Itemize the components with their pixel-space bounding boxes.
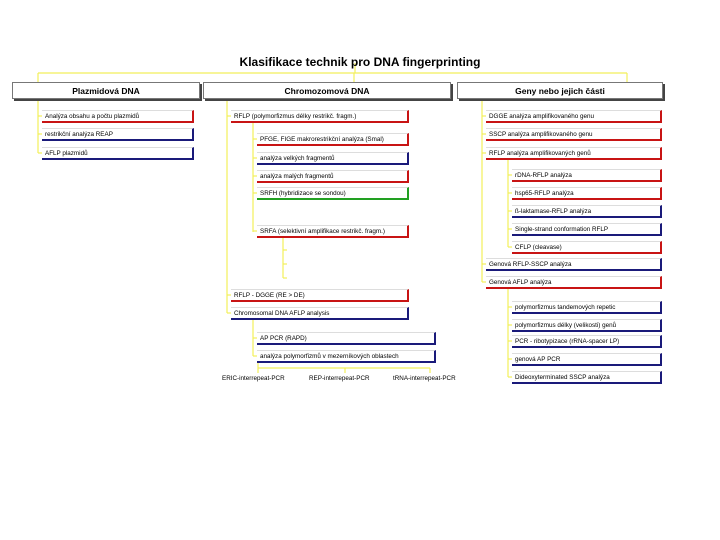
gene-hsp65-rflp: hsp65-RFLP analýza [512,187,662,200]
header-chromosomal-dna: Chromozomová DNA [203,82,451,99]
chrom-eric-pcr: ERIC-interrepeat-PCR [222,375,285,382]
chrom-ap-pcr: AP PCR (RAPD) [257,332,436,345]
chrom-srfh: SRFH (hybridizace se sondou) [257,187,409,200]
chrom-pfge: PFGE, FIGE makrorestrikční analýza (Smal… [257,133,409,146]
gene-rflp-amplified: RFLP analýza amplifikovaných genů [486,147,662,160]
chrom-aflp: Chromosomal DNA AFLP analysis [231,307,409,320]
gene-rdna-rflp: rDNA-RFLP analýza [512,169,662,182]
chrom-rep-pcr: REP-interrepeat-PCR [309,375,370,382]
chrom-large-fragments: analýza velkých fragmentů [257,152,409,165]
gene-aflp: Genová AFLP analýza [486,276,662,289]
gene-sscp: SSCP analýza amplifikovaného genu [486,128,662,141]
gene-cflp: CFLP (cleavase) [512,241,662,254]
gene-dgge: DGGE analýza amplifikovaného genu [486,110,662,123]
plasmid-content-analysis: Analýza obsahu a počtu plazmidů [42,110,194,123]
gene-tandem-repeats: polymorfizmus tandemových repetic [512,301,662,314]
gene-rflp-sscp: Genová RFLP-SSCP analýza [486,258,662,271]
chrom-rflp-dgge: RFLP - DGGE (RE > DE) [231,289,409,302]
gene-blactamase-rflp: ß-laktamase-RFLP analýza [512,205,662,218]
gene-length-polymorphism: polymorfizmus délky (velikosti) genů [512,319,662,332]
gene-sscp-rflp: Single-strand conformation RFLP [512,223,662,236]
gene-dideoxy-sscp: Dideoxyterminated SSCP analýza [512,371,662,384]
chrom-small-fragments: analýza malých fragmentů [257,170,409,183]
plasmid-aflp: AFLP plazmidů [42,147,194,160]
chrom-intergenic: analýza polymorfizmů v mezerníkových obl… [257,350,436,363]
gene-ap-pcr: genová AP PCR [512,353,662,366]
chrom-srfa: SRFA (selektivní amplifikace restrikč. f… [257,225,409,238]
plasmid-reap: restrikční analýza REAP [42,128,194,141]
diagram-title: Klasifikace technik pro DNA fingerprinti… [239,55,481,69]
chrom-rflp: RFLP (polymorfizmus délky restrikč. frag… [231,110,409,123]
header-plasmid-dna: Plazmidová DNA [12,82,200,99]
gene-ribotyping: PCR - ribotypizace (rRNA-spacer LP) [512,335,662,348]
chrom-trna-pcr: tRNA-interrepeat-PCR [393,375,456,382]
header-genes: Geny nebo jejich části [457,82,663,99]
